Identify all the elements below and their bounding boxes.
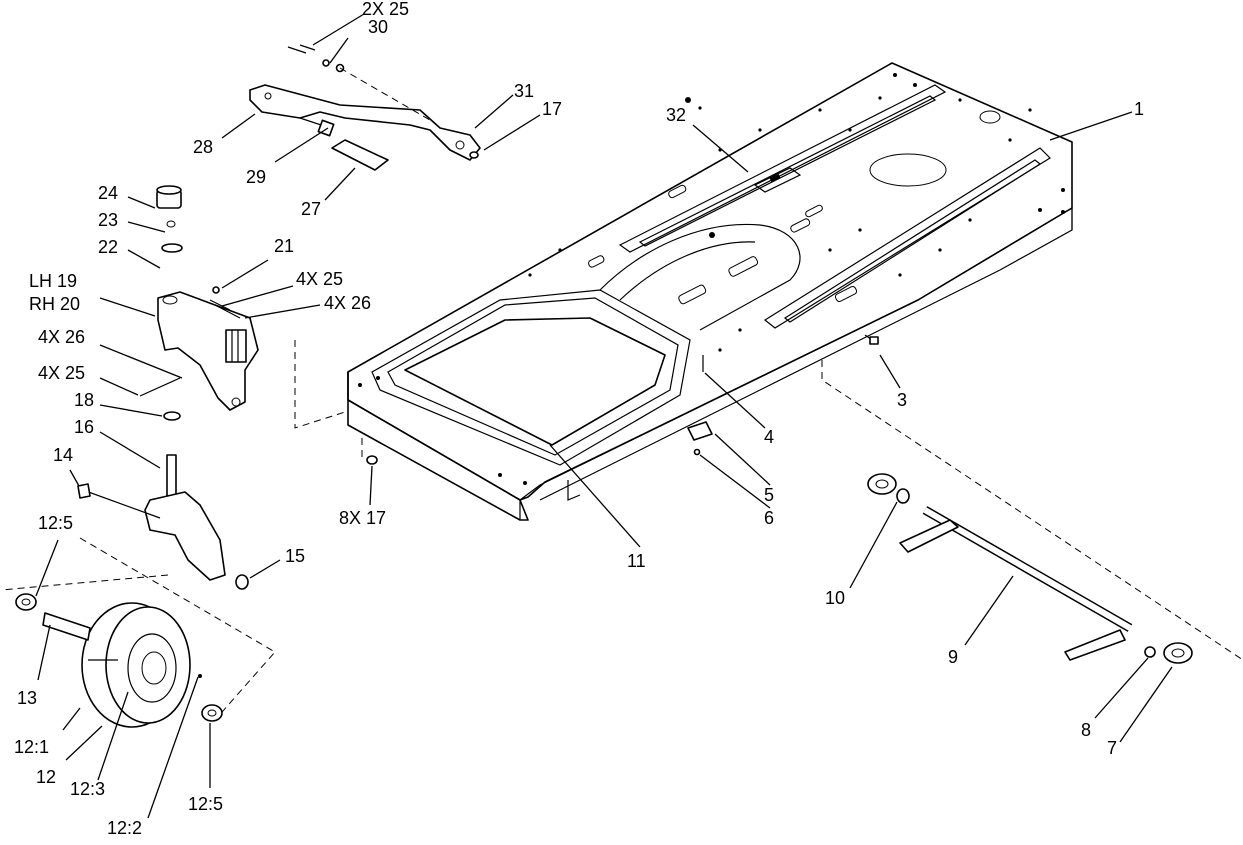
leader-lines: [35, 13, 1173, 819]
callout-rh20: RH 20: [29, 294, 81, 314]
callout-28: 28: [193, 137, 214, 157]
callout-8: 8: [1081, 720, 1092, 740]
callout-11: 11: [627, 551, 646, 571]
main-frame: [347, 62, 1073, 521]
brake-pedal-assembly: [249, 44, 481, 171]
callout-14: 14: [53, 445, 74, 465]
callout-3: 3: [897, 390, 908, 410]
callout-12-5-b: 12:5: [188, 794, 224, 814]
callout-24: 24: [98, 183, 119, 203]
callout-17-top: 17: [542, 99, 563, 119]
callout-12-1: 12:1: [14, 737, 50, 757]
callout-30: 30: [368, 17, 389, 37]
callout-27: 27: [301, 199, 322, 219]
callout-22: 22: [98, 237, 119, 257]
callout-12: 12: [36, 767, 57, 787]
callout-13: 13: [17, 688, 38, 708]
callout-15: 15: [285, 546, 306, 566]
callout-6: 6: [764, 508, 775, 528]
callout-31: 31: [514, 81, 535, 101]
callout-4x25-a: 4X 25: [296, 269, 344, 289]
callout-2x25-top: 2X 25: [362, 0, 410, 19]
callout-29: 29: [246, 167, 267, 187]
callout-4x26-b: 4X 26: [38, 327, 86, 347]
callout-12-2: 12:2: [107, 818, 143, 838]
callout-7: 7: [1107, 738, 1118, 758]
callout-4: 4: [764, 427, 775, 447]
rear-axle-assembly: [867, 473, 1193, 664]
callout-lh19: LH 19: [29, 271, 78, 291]
callout-4x25-b: 4X 25: [38, 363, 86, 383]
callout-9: 9: [948, 647, 959, 667]
callout-32: 32: [666, 105, 687, 125]
callout-12-3: 12:3: [70, 779, 106, 799]
callout-5: 5: [764, 485, 775, 505]
callout-12-5-a: 12:5: [38, 513, 74, 533]
callout-1: 1: [1134, 99, 1145, 119]
callout-21: 21: [274, 236, 295, 256]
callout-4x26-a: 4X 26: [324, 293, 372, 313]
callout-18: 18: [74, 390, 95, 410]
callout-8x17: 8X 17: [339, 508, 387, 528]
callout-23: 23: [98, 210, 119, 230]
callout-10: 10: [825, 588, 846, 608]
callout-16: 16: [74, 417, 95, 437]
